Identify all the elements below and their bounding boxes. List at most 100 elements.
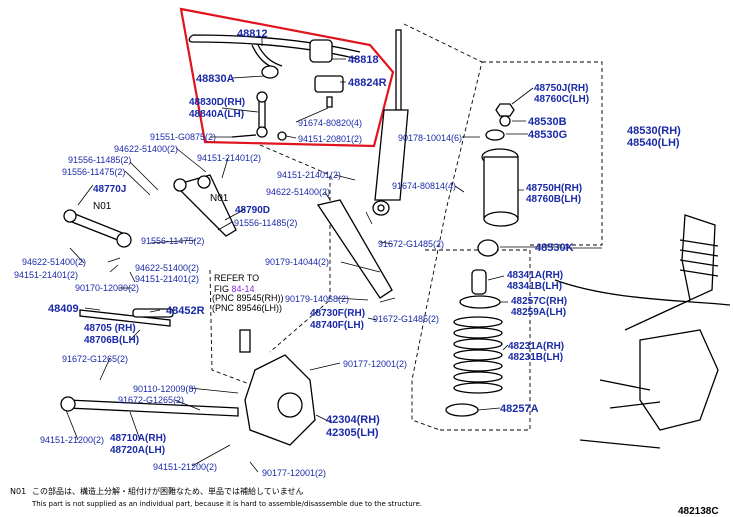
label-48812[interactable]: 48812	[237, 28, 268, 40]
label-91674-80820[interactable]: 91674-80820(4)	[298, 118, 362, 128]
label-90179-14044[interactable]: 90179-14044(2)	[265, 257, 329, 267]
label-48341B[interactable]: 48341B(LH)	[507, 281, 562, 292]
upper-arm-48790D	[173, 174, 237, 237]
label-48760C[interactable]: 48760C(LH)	[534, 94, 589, 105]
label-48730F[interactable]: 48730F(RH)	[310, 308, 365, 319]
label-90179-14068[interactable]: 90179-14068(2)	[285, 294, 349, 304]
washer-48530B	[499, 115, 511, 127]
label-94151-21200-b[interactable]: 94151-21200(2)	[153, 462, 217, 472]
label-n01-b[interactable]: N01	[210, 193, 229, 204]
label-91556-11485-b[interactable]: 91556-11485(2)	[234, 218, 297, 228]
upper-mount-bottom	[483, 211, 519, 227]
label-91672-G1265-a[interactable]: 91672-G1265(2)	[62, 354, 128, 364]
seat-48530G	[485, 129, 505, 141]
label-48830D[interactable]: 48830D(RH)	[189, 97, 245, 108]
label-91672-G1485-a[interactable]: 91672-G1485(2)	[378, 239, 444, 249]
label-48409[interactable]: 48409	[48, 303, 79, 315]
label-48790D[interactable]: 48790D	[235, 205, 270, 216]
label-90177-12001-a[interactable]: 90177-12001(2)	[343, 359, 407, 369]
refer-fig-link[interactable]: 84-14	[232, 284, 255, 294]
label-91672-G1485-b[interactable]: 91672-G1485(2)	[373, 314, 439, 324]
stabilizer-bracket-left	[261, 65, 279, 79]
nut-48750J	[495, 103, 515, 117]
arm-48770J-bush-l	[63, 209, 77, 223]
label-94151-21401-a[interactable]: 94151-21401(2)	[197, 153, 261, 163]
bound-stopper-48530K	[477, 239, 499, 257]
label-48770J[interactable]: 48770J	[93, 184, 126, 195]
label-48231A[interactable]: 48231A(RH)	[508, 341, 564, 352]
label-42304[interactable]: 42304(RH)	[326, 414, 380, 426]
label-91551-G0875[interactable]: 91551-G0875(2)	[150, 132, 216, 142]
refer-line-4: (PNC 89546(LH))	[212, 303, 282, 313]
label-48750J[interactable]: 48750J(RH)	[534, 83, 588, 94]
nut-94151-20801	[277, 131, 287, 141]
label-48341A[interactable]: 48341A(RH)	[507, 270, 563, 281]
label-48760B[interactable]: 48760B(LH)	[526, 194, 581, 205]
label-94622-51400-c[interactable]: 94622-51400(2)	[22, 257, 86, 267]
link-joint-bottom	[256, 126, 268, 138]
label-48740F[interactable]: 48740F(LH)	[310, 320, 364, 331]
label-48710A[interactable]: 48710A(RH)	[110, 433, 166, 444]
label-48830A[interactable]: 48830A	[196, 73, 235, 85]
upper-arm-bushing-a	[173, 178, 187, 192]
label-48540[interactable]: 48540(LH)	[627, 137, 680, 149]
shock-bottom-bolt	[377, 204, 385, 212]
label-90177-12001-b[interactable]: 90177-12001(2)	[262, 468, 326, 478]
label-48824R[interactable]: 48824R	[348, 77, 387, 89]
label-48720A[interactable]: 48720A(LH)	[110, 445, 165, 456]
label-94622-51400-a[interactable]: 94622-51400(2)	[114, 144, 178, 154]
label-91556-11475-b[interactable]: 91556-11475(2)	[141, 236, 204, 246]
label-48840A[interactable]: 48840A(LH)	[189, 109, 244, 120]
label-91556-11475-a[interactable]: 91556-11475(2)	[62, 167, 125, 177]
assembly-outline-shock	[403, 23, 483, 431]
label-48705[interactable]: 48705 (RH)	[84, 323, 136, 334]
assembly-outline-mount	[482, 61, 603, 246]
spring-seat-lower	[445, 403, 479, 417]
label-94151-20801[interactable]: 94151-20801(2)	[298, 134, 362, 144]
refer-line-2[interactable]: FIG 84-14	[214, 284, 255, 294]
label-48452R[interactable]: 48452R	[166, 305, 205, 317]
label-42305[interactable]: 42305(LH)	[326, 427, 379, 439]
refer-line-3: (PNC 89545(RH))	[212, 293, 284, 303]
label-94151-21401-d[interactable]: 94151-21401(2)	[135, 274, 199, 284]
label-48257C[interactable]: 48257C(RH)	[511, 296, 567, 307]
label-48818[interactable]: 48818	[348, 54, 379, 66]
shock-body	[374, 109, 409, 201]
link-48452R	[132, 308, 174, 318]
refer-line-1: REFER TO	[214, 273, 259, 283]
label-48257A[interactable]: 48257A	[500, 403, 539, 415]
label-48231B[interactable]: 48231B(LH)	[508, 352, 563, 363]
assembly-outline-arm	[209, 144, 331, 386]
label-90110-12009[interactable]: 90110-12009(8)	[133, 384, 196, 394]
label-94151-21401-b[interactable]: 94151-21401(2)	[277, 170, 341, 180]
upper-arm-bushing-b	[197, 175, 211, 189]
label-48530K[interactable]: 48530K	[535, 242, 574, 254]
label-48259A[interactable]: 48259A(LH)	[511, 307, 566, 318]
assembled-arms	[579, 299, 691, 449]
stabilizer-bushing	[309, 39, 333, 63]
label-94151-21401-c[interactable]: 94151-21401(2)	[14, 270, 78, 280]
label-48530G[interactable]: 48530G	[528, 129, 567, 141]
label-94151-21200-a[interactable]: 94151-21200(2)	[40, 435, 104, 445]
label-91674-80814[interactable]: 91674-80814(4)	[392, 181, 456, 191]
knuckle-hub	[277, 392, 303, 418]
label-48530[interactable]: 48530(RH)	[627, 125, 681, 137]
figure-id: 482138C	[678, 506, 719, 517]
stabilizer-bracket	[314, 75, 344, 93]
label-94622-51400-b[interactable]: 94622-51400(2)	[266, 187, 330, 197]
label-94622-51400-d[interactable]: 94622-51400(2)	[135, 263, 199, 273]
refer-fig-prefix: FIG	[214, 284, 232, 294]
label-48706B[interactable]: 48706B(LH)	[84, 335, 139, 346]
label-91556-11485-a[interactable]: 91556-11485(2)	[68, 155, 131, 165]
label-n01-a[interactable]: N01	[93, 201, 112, 212]
label-48750H[interactable]: 48750H(RH)	[526, 183, 582, 194]
label-90170-12030[interactable]: 90170-12030(2)	[75, 283, 139, 293]
bump-stopper-48341	[471, 269, 487, 295]
label-90178-10014[interactable]: 90178-10014(6)	[398, 133, 462, 143]
assembled-spring	[679, 239, 719, 277]
highlight-box	[179, 7, 395, 148]
bolt-91674	[326, 96, 333, 108]
label-91672-G1265-b[interactable]: 91672-G1265(2)	[118, 395, 184, 405]
label-48530B[interactable]: 48530B	[528, 116, 567, 128]
